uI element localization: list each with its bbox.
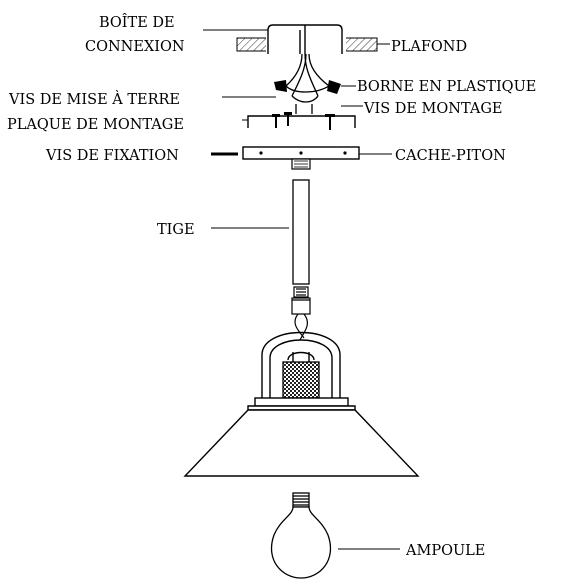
label-canopy: CACHE-PITON [395,148,506,164]
label-ceiling: PLAFOND [391,39,467,55]
label-mounting-screw: VIS DE MONTAGE [363,101,503,117]
label-stem: TIGE [157,222,195,238]
shade [183,397,420,477]
plastic-connector-icon [274,80,341,94]
socket [282,361,320,399]
label-bulb: AMPOULE [405,543,485,559]
shade-hanger [261,331,341,400]
label-ground-screw: VIS DE MISE À TERRE [8,90,180,108]
label-junction-box-line2: CONNEXION [85,39,185,55]
ceiling [236,36,378,53]
label-plastic-connector: BORNE EN PLASTIQUE [357,79,536,95]
stem [292,179,310,285]
mounting-screw-icon [325,114,335,130]
stem-connector [291,286,311,341]
label-mounting-plate: PLAQUE DE MONTAGE [7,117,184,133]
label-junction-box-line1: BOÎTE DE [99,13,175,31]
leader-lines [203,29,400,550]
canopy [242,146,360,170]
junction-box [267,24,343,54]
light-bulb-icon [270,492,332,579]
ground-screw-icon [272,112,292,128]
mounting-plate [242,115,356,128]
label-set-screw: VIS DE FIXATION [45,148,179,164]
wires [285,53,330,114]
